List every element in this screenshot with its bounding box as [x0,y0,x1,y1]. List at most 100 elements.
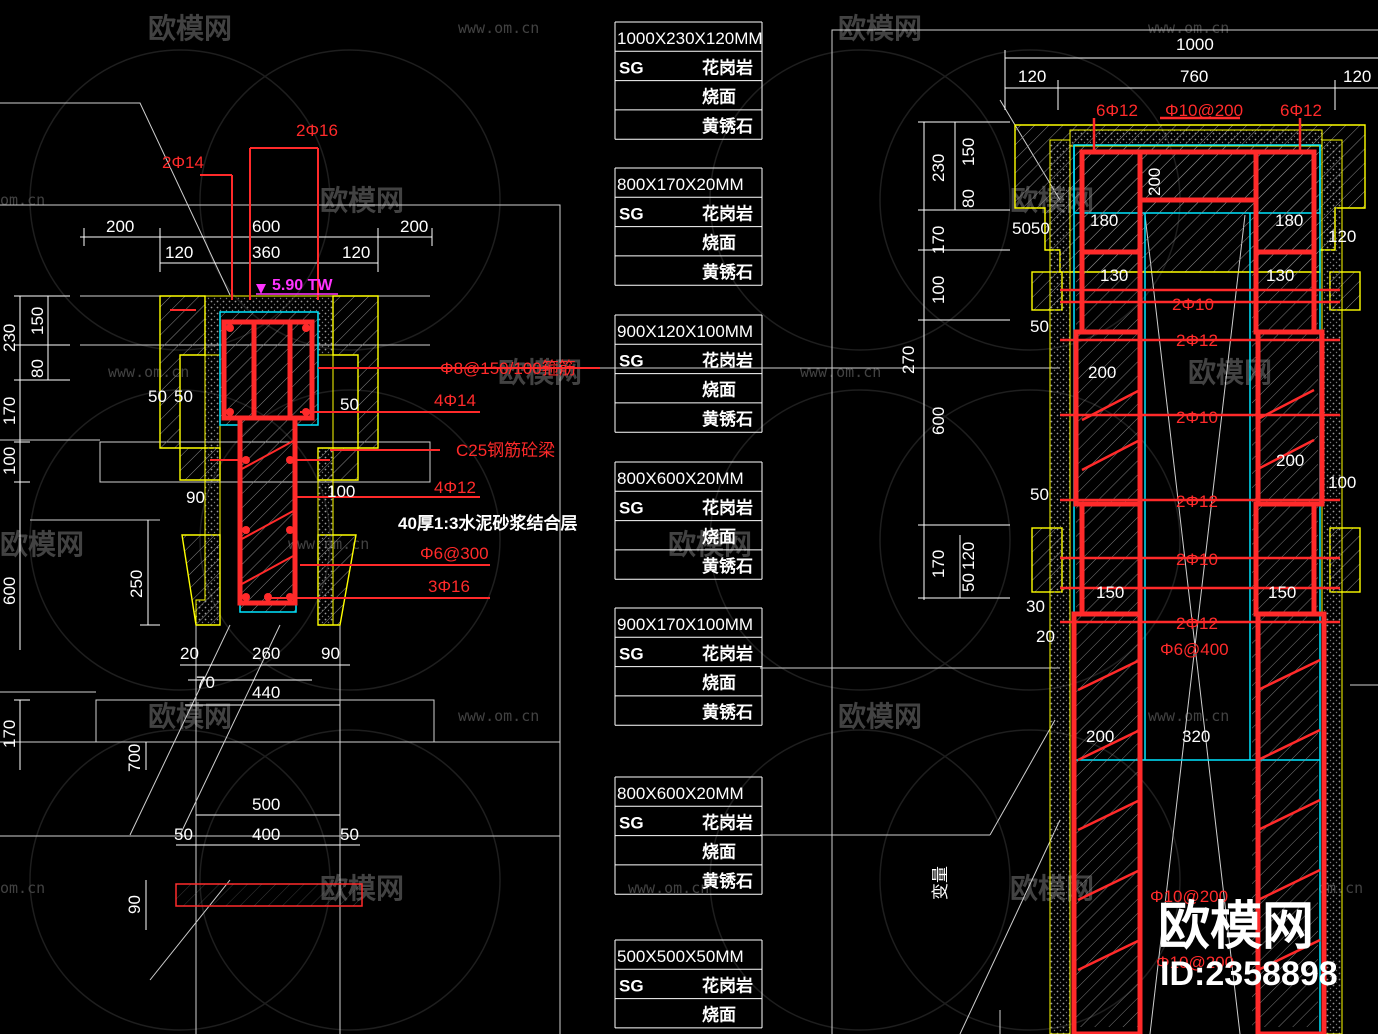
dim-mid: 100 [327,482,355,501]
watermark-url: www.om.cn [1148,19,1229,37]
table-material: 黄锈石 [702,556,753,576]
table-code: SG [619,58,644,77]
dim-top: 760 [1180,67,1208,86]
callout-mortar-layer: 40厚1:3水泥砂浆结合层 [398,513,577,533]
dim-inner: 200 [1086,727,1114,746]
table-code: SG [619,351,644,370]
dim-600: 600 [252,217,280,236]
table-code: SG [619,204,644,223]
callout-stirrup: Φ8@150/100箍筋 [440,359,576,378]
rebar-top-label: 2Φ16 [296,121,338,140]
brand-id: ID:2358898 [1160,955,1338,993]
dim-vertical: 270 [899,346,918,374]
dim-inner: 130 [1100,266,1128,285]
dim-vertical: 50 [959,573,978,592]
dim-mid: 90 [186,488,205,507]
dim-vertical: 80 [28,359,47,378]
dim-inner: 200 [1276,451,1304,470]
table-size-label: 800X600X20MM [617,469,744,488]
table-size-label: 800X170X20MM [617,175,744,194]
dim-total-width: 1000 [1176,35,1214,54]
table-size-label: 900X170X100MM [617,615,753,634]
dim-inner: 120 [1328,227,1356,246]
dim-base: 400 [252,825,280,844]
callout-concrete-beam: C25钢筋砼梁 [456,441,555,460]
watermark-url-short: om.cn [0,191,45,209]
rebar-label: Φ10@200 [1150,887,1228,906]
dim-side: 50 [1030,317,1049,336]
dim-side: 30 [1026,597,1045,616]
table-material: 烧面 [702,1006,736,1025]
callout-rebar: 4Φ14 [434,391,476,410]
table-material: 花岗岩 [702,975,753,995]
table-material: 花岗岩 [702,812,753,832]
table-material: 花岗岩 [702,203,753,223]
table-material: 黄锈石 [702,116,753,136]
table-code: SG [619,644,644,663]
dim-right-200: 200 [400,217,428,236]
table-material: 黄锈石 [702,409,753,429]
callout-rebar: 3Φ16 [428,577,470,596]
dim-left-120: 120 [165,243,193,262]
rebar-label: Φ10@200 [1165,101,1243,120]
dim-vertical: 150 [959,138,978,166]
table-size-label: 1000X230X120MM [617,29,763,48]
dim-inner: 150 [1096,583,1124,602]
watermark-brand: 欧模网 [498,356,582,389]
table-material: 黄锈石 [702,262,753,282]
table-size-label: 500X500X50MM [617,947,744,966]
table-material: 烧面 [702,528,736,547]
dim-mid: 50 [174,387,193,406]
dim-vertical: 600 [0,577,19,605]
brand-logo: 欧模网 ID:2358898 [1158,897,1338,993]
dim-top: 120 [1343,67,1371,86]
dim-side: 5050 [1012,219,1050,238]
table-material: 烧面 [702,88,736,107]
table-size-label: 800X600X20MM [617,784,744,803]
rebar-label: 2Φ12 [1176,614,1218,633]
rebar-label: 6Φ12 [1280,101,1322,120]
table-code: SG [619,976,644,995]
dim-360: 360 [252,243,280,262]
dim-left-200: 200 [106,217,134,236]
dim-right-120: 120 [342,243,370,262]
table-code: SG [619,813,644,832]
dim-vertical: 230 [929,154,948,182]
dim-bottom: 70 [196,673,215,692]
dim-vertical: 600 [929,407,948,435]
watermark-url: www.om.cn [628,879,709,897]
rebar-label: 2Φ10 [1176,408,1218,427]
watermark-url: www.om.cn [800,363,881,381]
dim-vertical: 700 [125,744,144,772]
variable-label: 变量 [931,866,950,900]
left-section: 200 600 200 120 360 120 5.90 TW 2Φ16 2Φ1… [0,102,600,1034]
callout-stirrup: Φ6@300 [420,544,489,563]
rebar-label: 2Φ12 [1176,331,1218,350]
rebar-label: Φ6@400 [1160,640,1229,659]
dim-inner: 150 [1268,583,1296,602]
watermark-url: www.om.cn [458,19,539,37]
rebar-label: 2Φ12 [1176,492,1218,511]
dim-bottom: 90 [321,644,340,663]
table-material: 花岗岩 [702,350,753,370]
dim-mid: 50 [340,395,359,414]
dim-vertical: 170 [929,226,948,254]
table-code: SG [619,498,644,517]
dim-vertical: 100 [0,447,19,475]
rebar-label: Φ10@200 [1156,953,1234,972]
dim-top: 120 [1018,67,1046,86]
table-material: 烧面 [702,843,736,862]
table-material: 烧面 [702,674,736,693]
watermark-url-short: om.cn [0,879,45,897]
watermark-url: www.om.cn [458,707,539,725]
dim-inner: 100 [1328,473,1356,492]
rebar-label: 2Φ10 [1172,295,1214,314]
dim-vertical: 170 [0,720,19,748]
table-material: 黄锈石 [702,871,753,891]
watermark-brand: 欧模网 [148,12,232,45]
table-material: 花岗岩 [702,57,753,77]
